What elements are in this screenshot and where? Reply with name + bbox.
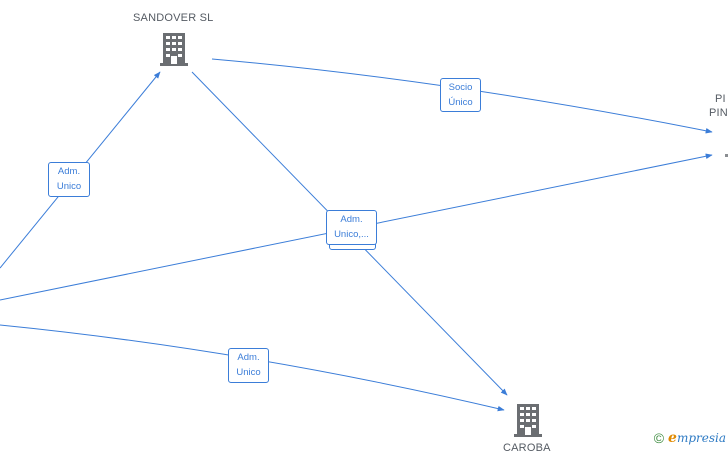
node-marker-right (725, 154, 728, 157)
edge-label-adm-unico-multi[interactable]: Adm. Unico,... (326, 210, 377, 245)
node-label-sandover: SANDOVER SL (133, 12, 214, 24)
edge-label-line1: Socio (448, 82, 473, 93)
edge-label-line1: Adm. (57, 166, 81, 177)
edge-label-line2: Unico (56, 181, 82, 192)
building-icon[interactable] (514, 403, 542, 437)
node-label-right-line1: PI (715, 93, 726, 105)
edge-label-line1: Adm. (237, 352, 260, 363)
edge-label-adm-unico-bottom[interactable]: Adm. Unico (228, 348, 269, 383)
brand-logo: empresia (668, 430, 726, 446)
edge-label-line2: Unico (236, 367, 261, 378)
empresia-watermark: © empresia (654, 430, 726, 446)
edge-label-line2: Único (448, 97, 473, 108)
brand-logo-initial: e (668, 430, 677, 446)
brand-logo-rest: mpresia (676, 431, 726, 445)
node-label-caroba: CAROBA (503, 442, 551, 454)
edge-label-socio-unico[interactable]: Socio Único (440, 78, 481, 112)
building-icon[interactable] (160, 32, 188, 66)
copyright-symbol: © (653, 430, 665, 446)
edge-label-adm-unico-left[interactable]: Adm. Unico (48, 162, 90, 197)
edge-label-line2: Unico,... (334, 229, 369, 240)
node-label-right-line2: PIN (709, 107, 728, 119)
edge-label-line1: Adm. (340, 214, 363, 225)
